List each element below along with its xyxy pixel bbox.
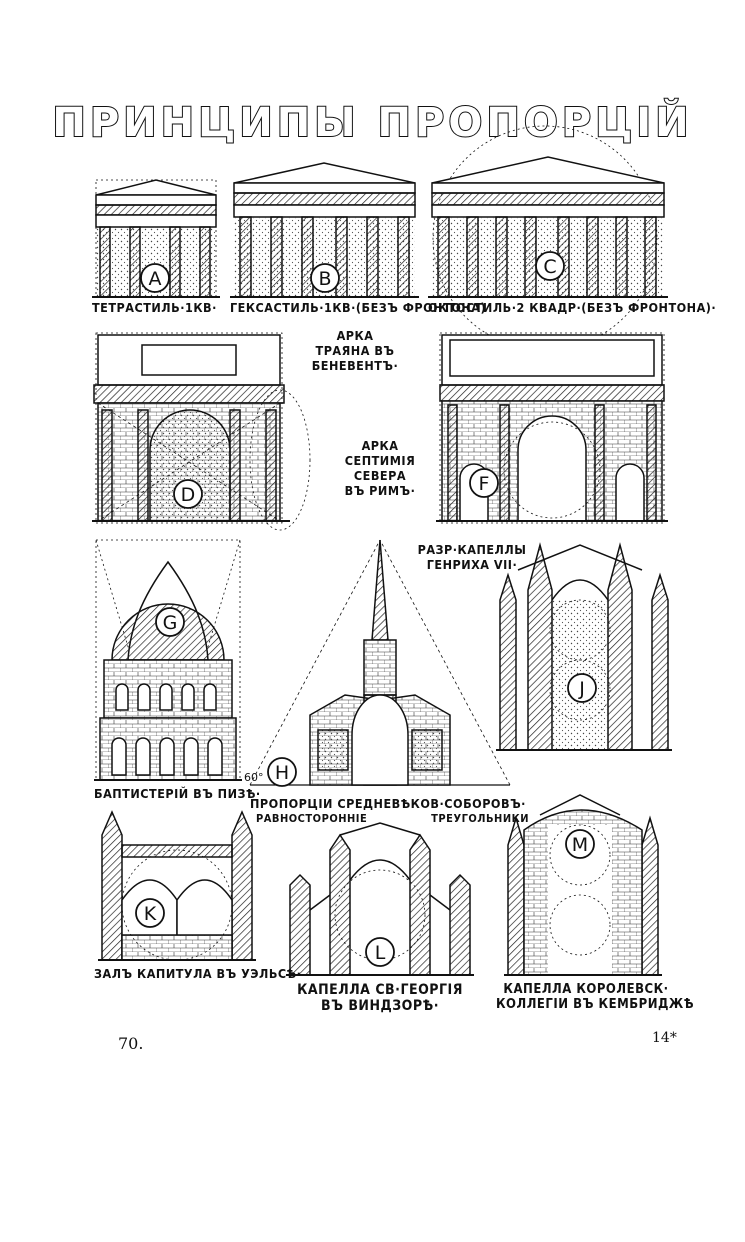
figure-letter-a: A <box>140 263 170 293</box>
caption-l-line1: КАПЕЛЛА СВ·ГЕОРГІЯ <box>297 982 463 998</box>
caption-l: КАПЕЛЛА СВ·ГЕОРГІЯ ВЪ ВИНДЗОРѢ· <box>270 982 490 1014</box>
figure-d-arch-of-trajan <box>92 332 311 531</box>
figure-letter-label: F <box>479 473 490 495</box>
figure-letter-label: C <box>543 256 556 278</box>
figure-letter-label: H <box>275 762 289 784</box>
figure-letter-label: M <box>572 834 588 856</box>
caption-d-line1: АРКА <box>336 328 374 343</box>
figure-letter-markers: A B C D F G H J K L M <box>135 251 597 967</box>
caption-h-line1: ПРОПОРЦІИ СРЕДНЕВѢКОВ·СОБОРОВЪ· <box>250 796 526 811</box>
figure-letter-f: F <box>469 468 499 498</box>
caption-j: РАЗР·КАПЕЛЛЫ ГЕНРИХА VII· <box>412 542 532 572</box>
angle-label: 60° <box>244 771 264 784</box>
figure-letter-label: A <box>149 268 162 290</box>
figure-b-hexastyle <box>230 162 419 298</box>
figure-h-medieval-cathedral <box>249 539 511 786</box>
caption-d: АРКА ТРАЯНА ВЪ БЕНЕВЕНТЪ· <box>300 328 410 373</box>
figure-f-arch-of-septimius-severus <box>436 332 668 524</box>
caption-g: БАПТИСТЕРІЙ ВЪ ПИЗѢ· <box>94 786 261 801</box>
figure-letter-label: L <box>375 942 386 964</box>
caption-j-line1: РАЗР·КАПЕЛЛЫ <box>417 542 527 557</box>
figure-letter-j: J <box>567 673 597 703</box>
figure-j-henry-vii-chapel <box>496 542 672 751</box>
caption-m-line1: КАПЕЛЛА КОРОЛЕВСК· <box>503 982 669 997</box>
caption-m: КАПЕЛЛА КОРОЛЕВСК· КОЛЛЕГІИ ВЪ КЕМБРИДЖѢ <box>496 982 695 1012</box>
page-number-right: 14* <box>652 1030 677 1046</box>
figure-letter-l: L <box>365 937 395 967</box>
caption-h-line2: РАВНОСТОРОННІЕ ТРЕУГОЛЬНИКИ <box>256 812 529 825</box>
caption-j-line2: ГЕНРИХА VII· <box>426 557 518 572</box>
figure-letter-label: K <box>144 903 157 925</box>
figure-letter-label: G <box>163 612 178 634</box>
caption-f: АРКА СЕПТИМІЯ СЕВЕРА ВЪ РИМЪ· <box>330 438 430 498</box>
figure-letter-b: B <box>310 263 340 293</box>
caption-f-line1: АРКА <box>361 438 399 453</box>
figure-k-chapter-house-wells <box>98 810 256 961</box>
figure-letter-k: K <box>135 898 165 928</box>
caption-f-line3: СЕВЕРА <box>353 468 407 483</box>
figure-letter-label: D <box>181 484 196 506</box>
caption-l-line2: ВЪ ВИНДЗОРѢ· <box>321 998 439 1014</box>
caption-k: ЗАЛЪ КАПИТУЛА ВЪ УЭЛЬСѢ· <box>94 966 302 981</box>
figure-letter-c: C <box>535 251 565 281</box>
page-number-left: 70. <box>118 1034 144 1053</box>
caption-b: ГЕКСАСТИЛЬ·1КВ·(БЕЗЪ ФРОНТОНА) <box>230 300 487 315</box>
caption-m-line2: КОЛЛЕГІИ ВЪ КЕМБРИДЖѢ <box>496 997 695 1012</box>
caption-f-line4: ВЪ РИМЪ· <box>344 483 416 498</box>
caption-d-line3: БЕНЕВЕНТЪ· <box>311 358 399 373</box>
figure-letter-d: D <box>173 479 203 509</box>
caption-a: ТЕТРАСТИЛЬ·1КВ· <box>92 300 217 315</box>
page-title: ПРИНЦИПЫ ПРОПОРЦІЙ <box>51 99 693 147</box>
caption-c: ОКТОСТИЛЬ·2 КВАДР·(БЕЗЪ ФРОНТОНА)· <box>428 300 717 315</box>
figure-letter-h: H <box>267 757 297 787</box>
figure-letter-label: J <box>578 678 585 700</box>
caption-d-line2: ТРАЯНА ВЪ <box>315 343 395 358</box>
figure-letter-g: G <box>155 607 185 637</box>
figure-letter-m: M <box>565 829 595 859</box>
figure-letter-label: B <box>318 268 331 290</box>
figure-c-octostyle <box>428 125 668 351</box>
figure-l-st-georges-chapel <box>286 822 474 976</box>
caption-f-line2: СЕПТИМІЯ <box>344 453 416 468</box>
figure-g-baptistery-pisa <box>94 539 242 781</box>
